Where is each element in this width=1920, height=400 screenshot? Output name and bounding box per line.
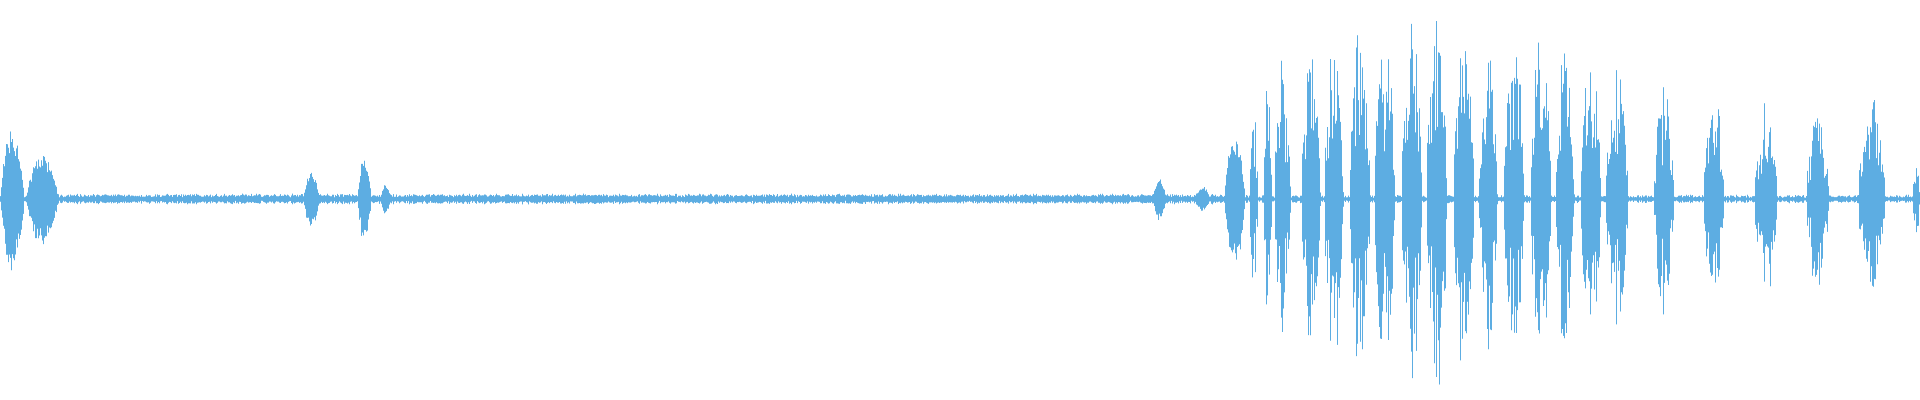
waveform-trace: [0, 21, 1920, 385]
waveform-path: [0, 21, 1920, 385]
